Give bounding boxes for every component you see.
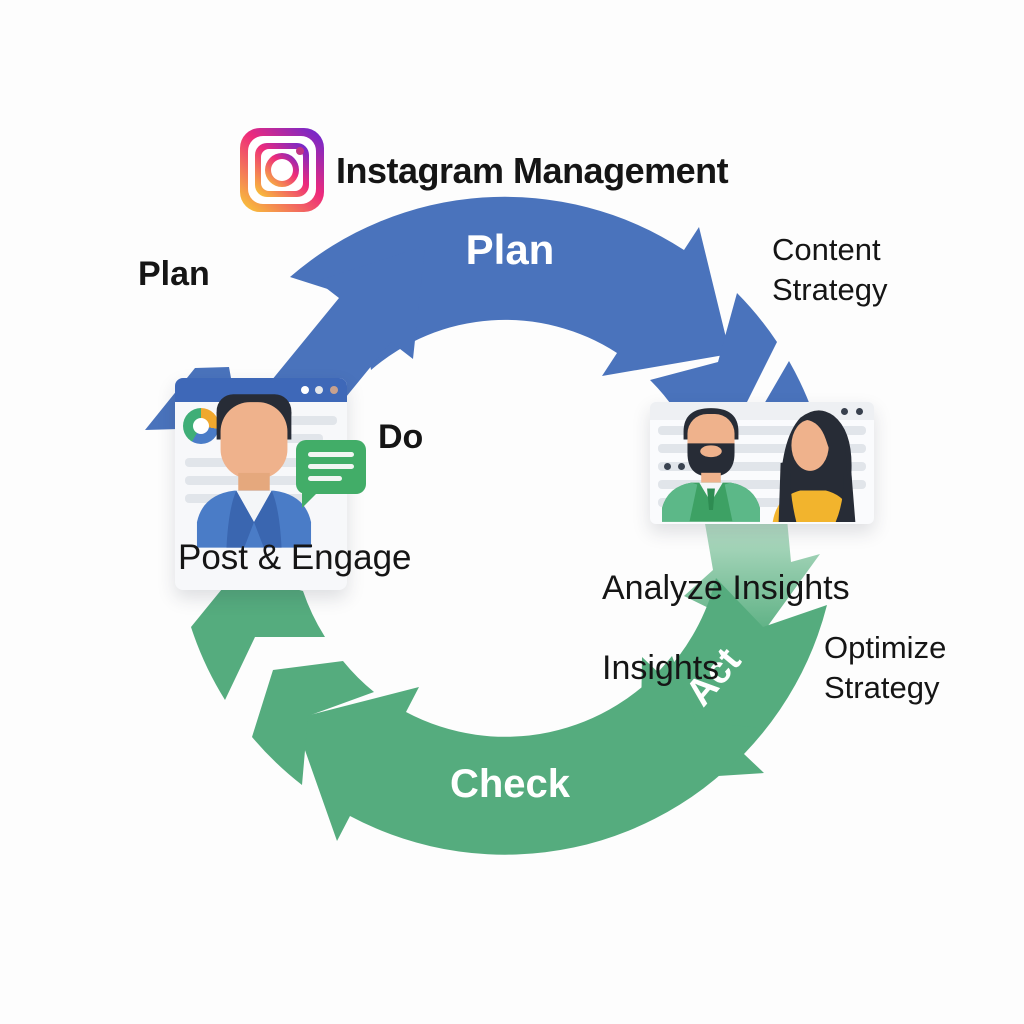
diagram-header: Instagram Management <box>240 128 729 212</box>
window-dot-2 <box>315 386 323 394</box>
camera-lens-icon <box>265 153 299 187</box>
text-line <box>658 444 866 453</box>
analyze-insights-card <box>650 402 874 524</box>
woman-avatar <box>772 410 856 522</box>
stage-label-plan: Plan <box>138 255 210 293</box>
post-engage-card <box>175 378 366 590</box>
label-content-strategy: Content Strategy <box>772 232 888 307</box>
window-dot-1 <box>301 386 309 394</box>
status-dot-2 <box>678 463 685 470</box>
check-arc-band <box>294 656 765 855</box>
analyze-line-1: Analyze Insights <box>602 569 850 607</box>
green-chevron-2 <box>191 573 325 700</box>
text-line <box>658 462 866 471</box>
status-dot-1 <box>664 463 671 470</box>
instagram-icon-frame <box>248 136 316 204</box>
page-title: Instagram Management <box>336 150 729 191</box>
comment-bubble-icon <box>296 440 366 508</box>
check-band-label: Check <box>449 762 571 806</box>
label-optimize-strategy: Optimize Strategy <box>824 630 947 705</box>
pie-chart-icon <box>183 408 219 444</box>
analyze-line-2: Insights <box>602 649 720 687</box>
man-avatar <box>196 394 312 548</box>
bearded-man-avatar <box>662 408 760 522</box>
text-line <box>658 480 866 489</box>
plan-band-label: Plan <box>465 226 555 273</box>
window-dot-1 <box>841 408 848 415</box>
window-dot-3 <box>330 386 338 394</box>
label-post-engage: Post & Engage <box>178 538 412 577</box>
instagram-icon <box>240 128 324 212</box>
text-line <box>658 426 866 435</box>
window-dot-2 <box>856 408 863 415</box>
stage-label-do: Do <box>378 418 424 456</box>
text-line <box>271 416 337 425</box>
blue-chevron-1 <box>650 293 777 410</box>
camera-flash-dot <box>296 147 304 155</box>
text-line <box>271 434 323 443</box>
green-chevron-1 <box>252 661 374 785</box>
label-analyze-insights: Analyze Insights Insights <box>602 528 850 728</box>
